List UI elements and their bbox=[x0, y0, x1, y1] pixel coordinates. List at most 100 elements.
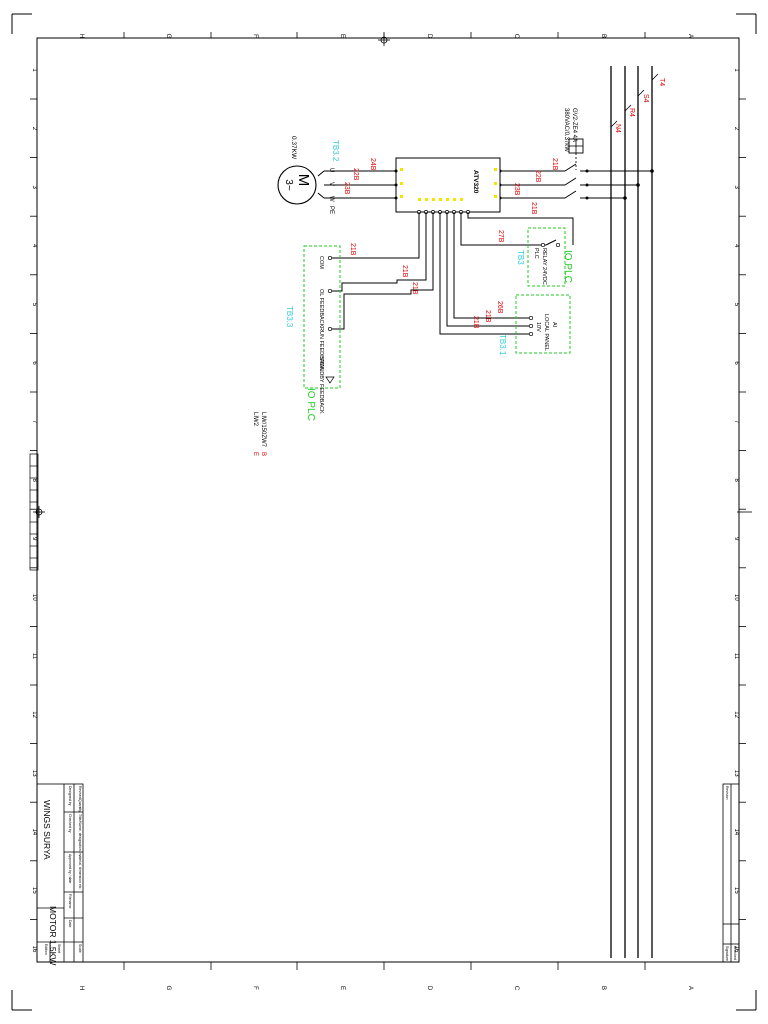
drive-box bbox=[395, 157, 501, 213]
legend-line-1: LIW/150ZW7 bbox=[260, 412, 266, 448]
ctrl-wire-5: 21B bbox=[472, 316, 479, 329]
phase-label-n4: N4 bbox=[614, 124, 621, 133]
zone-number-left: 5 bbox=[31, 303, 37, 307]
crop-marks bbox=[11, 13, 757, 1011]
zone-number-left: 11 bbox=[31, 653, 37, 660]
drive-model: ATV320 bbox=[472, 170, 479, 194]
zone-number-right: 10 bbox=[733, 594, 739, 601]
circuit-breaker bbox=[568, 138, 584, 170]
feedback-arrows bbox=[325, 376, 335, 384]
zone-number-right: 14 bbox=[733, 828, 739, 835]
zone-letter-bottom: D bbox=[426, 986, 432, 991]
drawing-border bbox=[36, 37, 740, 963]
legend-code-b: B bbox=[260, 452, 266, 456]
ctrl-wire-8: 21B bbox=[411, 282, 418, 295]
feed-wire-2: 22B bbox=[534, 170, 541, 183]
legend-code-e: E bbox=[252, 452, 258, 456]
motor-terminal-w: W bbox=[328, 196, 334, 202]
phase-label-t4: T4 bbox=[658, 78, 665, 86]
zone-number-right: 11 bbox=[733, 653, 739, 660]
zone-number-right: 16 bbox=[733, 946, 739, 953]
zone-number-right: 4 bbox=[733, 244, 739, 248]
control-wiring bbox=[330, 212, 574, 335]
zone-letter-top: G bbox=[165, 34, 171, 39]
centering-marks bbox=[33, 34, 752, 518]
zone-number-right: 1 bbox=[733, 68, 739, 72]
zone-letter-top: D bbox=[426, 34, 432, 39]
legend-line-2: LIW2 bbox=[252, 412, 258, 427]
local-panel-box bbox=[515, 294, 571, 354]
feed-wire-3: 23B bbox=[513, 183, 520, 196]
tb-quantity: Quantity bbox=[78, 799, 82, 812]
relay-plc-box bbox=[527, 227, 566, 287]
motor-wire-22b: 22B bbox=[352, 168, 359, 181]
zone-number-left: 13 bbox=[31, 770, 37, 777]
motor-terminal-u: U bbox=[328, 168, 334, 172]
zone-number-left: 7 bbox=[31, 420, 37, 424]
tb-title-desc: Title/Name, designation, material, dimen… bbox=[78, 814, 82, 890]
zone-number-left: 6 bbox=[31, 361, 37, 365]
drive-terminal-markers bbox=[400, 168, 497, 201]
motor-phase: 3~ bbox=[283, 179, 294, 191]
feedback-item-ol: OL FEEDBACK bbox=[318, 289, 324, 328]
local-tag: TB3.1 bbox=[498, 334, 507, 356]
tb-checked: Checked by bbox=[68, 814, 72, 833]
zone-letter-top: E bbox=[339, 34, 345, 38]
zone-letter-bottom: F bbox=[252, 986, 258, 990]
zone-number-left: 3 bbox=[31, 186, 37, 190]
feedback-plc-box bbox=[303, 245, 341, 389]
zone-number-left: 15 bbox=[31, 887, 37, 894]
zone-number-right: 15 bbox=[733, 887, 739, 894]
rev-checked: Checked bbox=[733, 946, 737, 960]
motor-terminal-pe: PE bbox=[328, 206, 334, 214]
zone-number-left: 10 bbox=[31, 594, 37, 601]
revision-strip bbox=[722, 783, 740, 963]
zone-number-right: 6 bbox=[733, 361, 739, 365]
zone-letter-bottom: H bbox=[78, 986, 84, 990]
relay-plc-title: IO PLC bbox=[562, 250, 573, 283]
relay-tag: TB3 bbox=[516, 250, 525, 265]
motor-cable-tag: TB3.2 bbox=[331, 140, 340, 162]
tb-date: Date bbox=[68, 920, 72, 927]
motor-letter: M bbox=[295, 174, 312, 187]
zone-letter-bottom: E bbox=[339, 986, 345, 990]
tb-revised: Revised bbox=[78, 786, 82, 799]
zone-number-left: 8 bbox=[31, 479, 37, 483]
zone-number-right: 2 bbox=[733, 127, 739, 131]
zone-number-left: 12 bbox=[31, 711, 37, 718]
zone-letter-top: H bbox=[78, 34, 84, 38]
zone-letter-bottom: G bbox=[165, 986, 171, 991]
feedback-tag: TB3.3 bbox=[285, 306, 294, 328]
breaker-rating: 380VAC/0.37kW bbox=[563, 108, 569, 152]
zone-number-left: 9 bbox=[31, 537, 37, 541]
local-line-2: 10V bbox=[535, 322, 541, 332]
zone-letter-top: A bbox=[687, 34, 693, 38]
tb-scale: Scale bbox=[78, 944, 82, 953]
zone-number-right: 5 bbox=[733, 303, 739, 307]
local-title: AI bbox=[551, 322, 557, 328]
rev-signature: Signature bbox=[725, 946, 729, 961]
zone-number-right: 13 bbox=[733, 770, 739, 777]
ctrl-wire-6: 21B bbox=[349, 243, 356, 256]
feedback-item-standby: STANDBY FEEDBACK bbox=[318, 357, 324, 414]
zone-number-left: 16 bbox=[31, 946, 37, 953]
zone-number-right: 3 bbox=[733, 186, 739, 190]
drawing-title: MOTOR 1.5KW bbox=[48, 906, 58, 965]
local-line-1: LOCAL PANEL bbox=[543, 314, 549, 351]
ctrl-wire-4: 21B bbox=[484, 310, 491, 323]
feed-wire-1: 21B bbox=[551, 158, 558, 171]
phase-label-r4: R4 bbox=[628, 108, 635, 117]
ctrl-wire-1: 21B bbox=[530, 202, 537, 215]
motor-feed-dots bbox=[394, 169, 398, 200]
zone-letter-bottom: A bbox=[687, 986, 693, 990]
relay-line-1: RELAY 24VDC bbox=[541, 248, 547, 285]
zone-letter-top: F bbox=[252, 34, 258, 38]
motor-rating: 0.37KW bbox=[290, 136, 297, 160]
motor-symbol bbox=[277, 165, 317, 205]
title-block bbox=[36, 783, 84, 963]
ctrl-wire-2: 27B bbox=[497, 230, 504, 243]
